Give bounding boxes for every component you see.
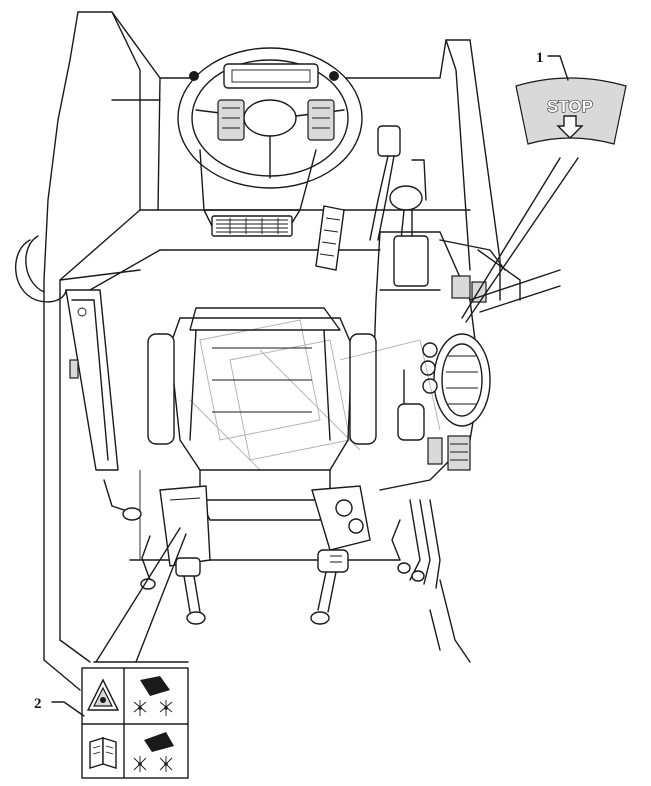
operator-manual-icon	[89, 737, 117, 769]
callout-2-label: 2	[34, 696, 42, 712]
loader-joystick-left	[140, 485, 211, 625]
stop-decal-text: STOP	[547, 97, 593, 116]
accelerator-pedal	[315, 205, 345, 271]
joystick-pattern-icon	[133, 676, 174, 772]
warning-triangle-icon	[86, 678, 120, 711]
callout-1-label: 1	[536, 50, 544, 66]
right-console	[371, 231, 561, 491]
steering-wheel	[177, 47, 363, 189]
hydraulic-levers	[391, 499, 441, 589]
loader-joystick-right	[310, 485, 371, 625]
stop-decal: STOP	[515, 77, 627, 145]
callout-2-leader	[51, 527, 187, 717]
brake-pedals	[211, 215, 293, 237]
arrow-down-icon	[556, 115, 584, 139]
joystick-decal	[81, 661, 189, 779]
operator-seat	[147, 307, 377, 521]
gear-levers	[369, 125, 427, 251]
watermark-shapes	[189, 319, 441, 471]
cab-frame	[43, 11, 501, 691]
callout-1-leader	[461, 55, 579, 323]
left-side-panel	[15, 235, 142, 521]
